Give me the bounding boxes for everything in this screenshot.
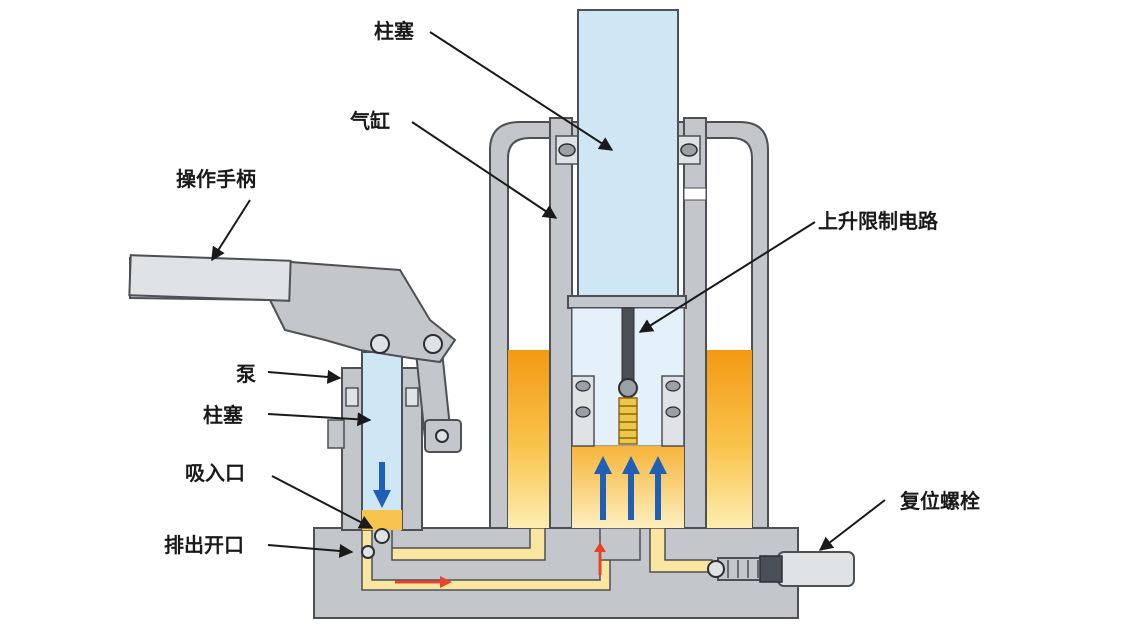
label-discharge-opening: 排出开口 [164,533,244,557]
label-pump-plunger: 柱塞 [203,403,244,427]
handle-pivot-pin [370,334,390,354]
label-cylinder: 气缸 [349,109,390,133]
handle-grip [128,254,292,302]
pump-seal-left [345,387,359,407]
callout-rise-limit [638,221,816,333]
link-lower-pin-front [435,429,449,443]
inner-seal-left-ring-2 [575,406,591,418]
label-operating-handle: 操作手柄 [176,167,256,191]
label-reset-bolt: 复位螺栓 [899,489,980,513]
handle-link-pin [423,334,443,354]
limit-spring-coils [619,405,637,439]
inner-cylinder-right-wall [683,117,707,529]
callout-reset-bolt [818,499,886,551]
plunger-head [567,295,687,309]
inner-seal-right-ring-1 [665,380,681,392]
inner-cylinder-left-wall [549,117,573,529]
pump-flange [327,419,345,449]
inner-wall-right-gap [683,187,707,201]
reset-bolt-knob-dark [759,555,783,583]
inner-seal-right-ring-2 [665,406,681,418]
oil-reservoir-left [508,350,550,528]
pump-seal-right [405,387,419,407]
reset-bolt-thread [727,560,759,578]
flow-arrow-horizontal-head [440,576,452,588]
discharge-check-ball [361,545,375,559]
callout-plunger-top [429,31,614,151]
limit-rod [621,307,635,384]
up-arrow-3-head [649,456,667,474]
pump-down-arrow-head [373,490,391,508]
label-plunger-top: 柱塞 [374,19,415,43]
label-pump: 泵 [236,363,256,386]
callout-operating-handle [211,199,251,262]
callout-suction-inlet [271,475,374,529]
top-seal-right-ring [680,143,698,157]
flow-arrow-vertical-head [594,542,606,552]
main-plunger [577,9,679,301]
reset-bolt-knob [777,551,855,587]
suction-check-ball [374,528,390,544]
callout-pump [267,369,342,384]
reset-bolt-ball [707,560,725,578]
limit-ball [618,378,638,398]
up-arrow-1-head [594,456,612,474]
callout-pump-plunger [267,412,372,427]
up-arrow-2-head [622,456,640,474]
top-seal-left-ring [558,143,576,157]
label-suction-inlet: 吸入口 [185,462,245,485]
up-arrows [594,456,667,520]
callout-discharge [267,543,354,558]
limit-spring [618,397,638,445]
base-center-notch [599,527,641,561]
callout-cylinder [411,121,558,219]
inner-seal-left-ring-1 [575,380,591,392]
label-rise-limit-circuit: 上升限制电路 [818,209,939,233]
oil-reservoir-right [706,350,752,528]
